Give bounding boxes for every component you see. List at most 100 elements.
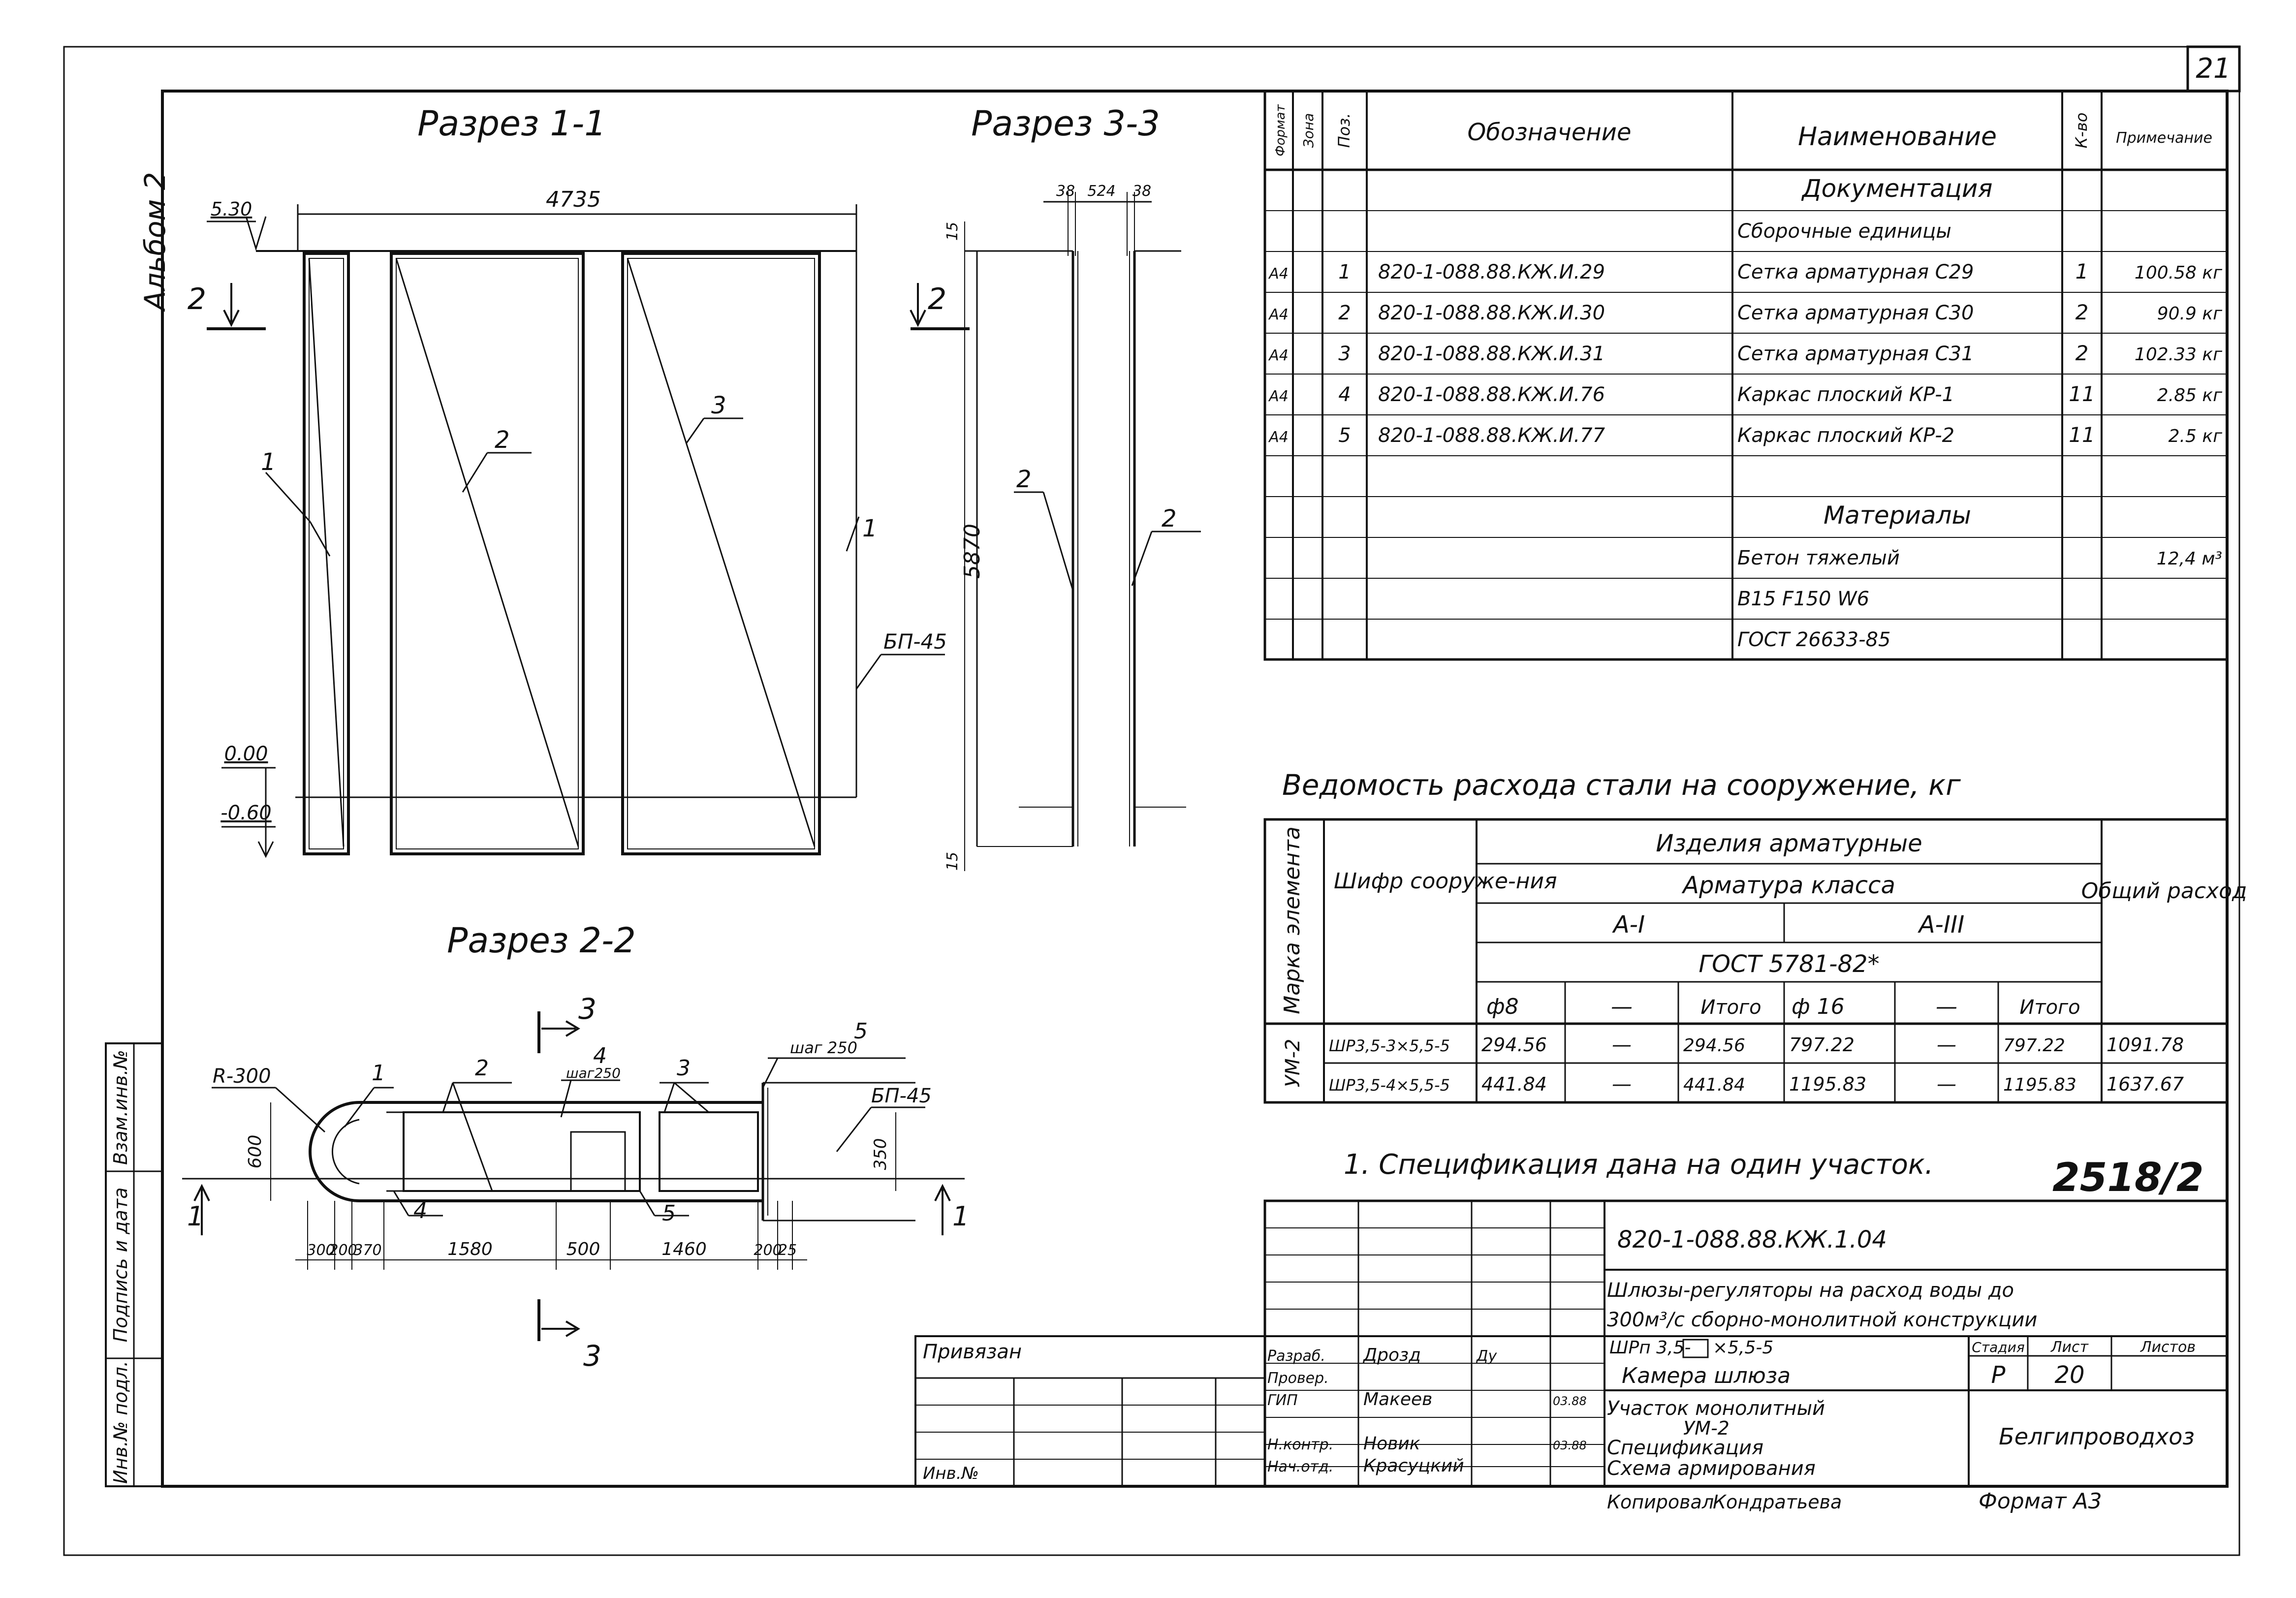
outer-frame bbox=[63, 46, 2240, 1556]
dim-38-left: 38 bbox=[1056, 183, 1075, 200]
steel-header-total1: Итого bbox=[1700, 996, 1761, 1019]
role-cell-role: Провер. bbox=[1267, 1370, 1329, 1387]
spec-cell-name: Каркас плоский КР-2 bbox=[1737, 424, 1954, 447]
spec-cell-qty: 2 bbox=[2076, 300, 2089, 324]
role-cell-role: ГИП bbox=[1267, 1392, 1298, 1409]
spec-cell-qty: 11 bbox=[2069, 423, 2095, 447]
stage-label: Стадия bbox=[1972, 1339, 2024, 1355]
dim-600: 600 bbox=[245, 1135, 265, 1169]
dim-15-bottom: 15 bbox=[944, 852, 961, 871]
spec-cell-qty: 1 bbox=[2076, 259, 2089, 283]
spec-row: Материалы bbox=[1824, 501, 1971, 530]
panel-label-2: БП-45 bbox=[871, 1085, 932, 1107]
pos-2-label: 2 bbox=[495, 426, 510, 454]
sheet-label: Лист bbox=[2050, 1339, 2089, 1356]
section-2-2: Разрез 2-2 3 3 R-300 600 bbox=[182, 920, 969, 1373]
desc-line-2: УМ-2 bbox=[1683, 1417, 1730, 1439]
spec-cell-name: В15 F150 W6 bbox=[1737, 588, 1869, 610]
project-line-2: 300м³/с сборно-монолитной конструкции bbox=[1607, 1309, 2037, 1331]
steel-cell-d8: 294.56 bbox=[1481, 1034, 1547, 1056]
panel-label-1: БП-45 bbox=[883, 629, 947, 654]
steel-header-products: Изделия арматурные bbox=[1656, 830, 1922, 857]
panel-1 bbox=[303, 252, 350, 855]
spec-cell-designation: 820-1-088.88.КЖ.И.31 bbox=[1378, 343, 1605, 365]
sheets-label: Листов bbox=[2140, 1339, 2196, 1356]
steel-table: Ведомость расхода стали на сооружение, к… bbox=[1263, 768, 2247, 1104]
role-cell-date: 03.88 bbox=[1553, 1439, 1587, 1452]
spec-header-pos: Поз. bbox=[1335, 113, 1353, 148]
role-cell-name: Новик bbox=[1363, 1434, 1420, 1454]
steel-table-title: Ведомость расхода стали на сооружение, к… bbox=[1282, 768, 1961, 802]
cut-3-top: 3 bbox=[578, 992, 597, 1026]
steel-header-a3: А-III bbox=[1918, 911, 1965, 939]
copied-by-label: Копировал bbox=[1607, 1491, 1714, 1513]
cut-3-bottom: 3 bbox=[583, 1339, 601, 1373]
spec-cell-name: Сетка арматурная С30 bbox=[1737, 302, 1974, 324]
steel-header-total2: Итого bbox=[2019, 996, 2080, 1019]
elev-bottom: -0.60 bbox=[220, 802, 272, 824]
dim-chain-2: 200 bbox=[329, 1242, 357, 1259]
section-3-3-title: Разрез 3-3 bbox=[971, 103, 1160, 144]
mark-1-right: 1 bbox=[952, 1201, 969, 1232]
pos-5-22-bottom: 5 bbox=[662, 1201, 676, 1226]
copied-by-name: Кондратьева bbox=[1713, 1491, 1842, 1513]
structure-code-box bbox=[1682, 1339, 1709, 1358]
pos-right-label: 1 bbox=[862, 515, 878, 542]
spec-cell-fmt: А4 bbox=[1268, 265, 1289, 282]
dim-chain-1: 300 bbox=[307, 1242, 335, 1259]
spec-cell-name: Каркас плоский КР-1 bbox=[1737, 383, 1954, 406]
steel-cell-t1: 294.56 bbox=[1683, 1035, 1745, 1056]
spec-cell-name: Бетон тяжелый bbox=[1737, 547, 1900, 569]
spec-header-note: Примечание bbox=[2116, 129, 2212, 147]
pos-5-22-top: 5 bbox=[854, 1019, 868, 1044]
spec-row: В15 F150 W6 bbox=[1737, 588, 1869, 610]
pos-2-right-33: 2 bbox=[1162, 505, 1177, 533]
role-cell-name: Дрозд bbox=[1362, 1345, 1421, 1365]
structure-code-a: ШРп 3,5- bbox=[1609, 1338, 1691, 1358]
spec-cell-name: ГОСТ 26633-85 bbox=[1737, 628, 1890, 651]
spec-cell-name: Сетка арматурная С29 bbox=[1737, 261, 1974, 283]
spec-header-name: Наименование bbox=[1798, 122, 1997, 152]
spec-cell-note: 2.5 кг bbox=[2169, 426, 2223, 446]
inv-number-label: Инв.№ bbox=[923, 1464, 979, 1483]
chamber-label: Камера шлюза bbox=[1622, 1363, 1791, 1388]
pos-3-22: 3 bbox=[677, 1056, 691, 1081]
dim-chain-6: 1460 bbox=[661, 1239, 707, 1259]
spec-cell-note: 100.58 кг bbox=[2135, 263, 2223, 283]
pos-3-label: 3 bbox=[711, 392, 726, 419]
page-number: 21 bbox=[2196, 53, 2231, 85]
title-block: Привязан Инв.№ 820-1-088.88.КЖ.1.04 Шлюз… bbox=[914, 1199, 2229, 1488]
spec-header-zone: Зона bbox=[1300, 113, 1317, 148]
desc-line-4: Схема армирования bbox=[1607, 1457, 1816, 1480]
spec-cell-designation: 820-1-088.88.КЖ.И.29 bbox=[1378, 261, 1605, 283]
strip-inv-orig: Инв.№ подл. bbox=[110, 1361, 131, 1484]
section-2-2-title: Разрез 2-2 bbox=[447, 920, 636, 961]
spec-row: Документация bbox=[1801, 174, 1993, 203]
steel-header-a1: А-I bbox=[1612, 911, 1645, 939]
spec-cell-qty: 11 bbox=[2069, 382, 2095, 406]
spec-cell-fmt: А4 bbox=[1268, 429, 1289, 446]
pos-5-22-note: шаг 250 bbox=[790, 1038, 857, 1057]
spec-cell-designation: 820-1-088.88.КЖ.И.77 bbox=[1378, 424, 1605, 447]
steel-cell-t1: 441.84 bbox=[1683, 1075, 1745, 1095]
role-cell-name: Красуцкий bbox=[1363, 1456, 1464, 1476]
role-cell-sign: Ду bbox=[1476, 1347, 1497, 1365]
pos-4-22-note: шаг250 bbox=[566, 1065, 621, 1081]
steel-header-d8: ф8 bbox=[1486, 994, 1519, 1019]
pos-2-left-33: 2 bbox=[1016, 466, 1032, 493]
spec-cell-pos: 3 bbox=[1338, 343, 1351, 365]
steel-cell-sum: 1637.67 bbox=[2107, 1073, 2184, 1095]
stage-value: Р bbox=[1991, 1361, 2006, 1389]
cut-2-left: 2 bbox=[188, 282, 206, 316]
role-cell-name: Макеев bbox=[1363, 1389, 1432, 1410]
role-cell-role: Нач.отд. bbox=[1267, 1458, 1333, 1475]
spec-cell-pos: 1 bbox=[1338, 261, 1351, 283]
role-cell-role: Разраб. bbox=[1267, 1347, 1325, 1365]
